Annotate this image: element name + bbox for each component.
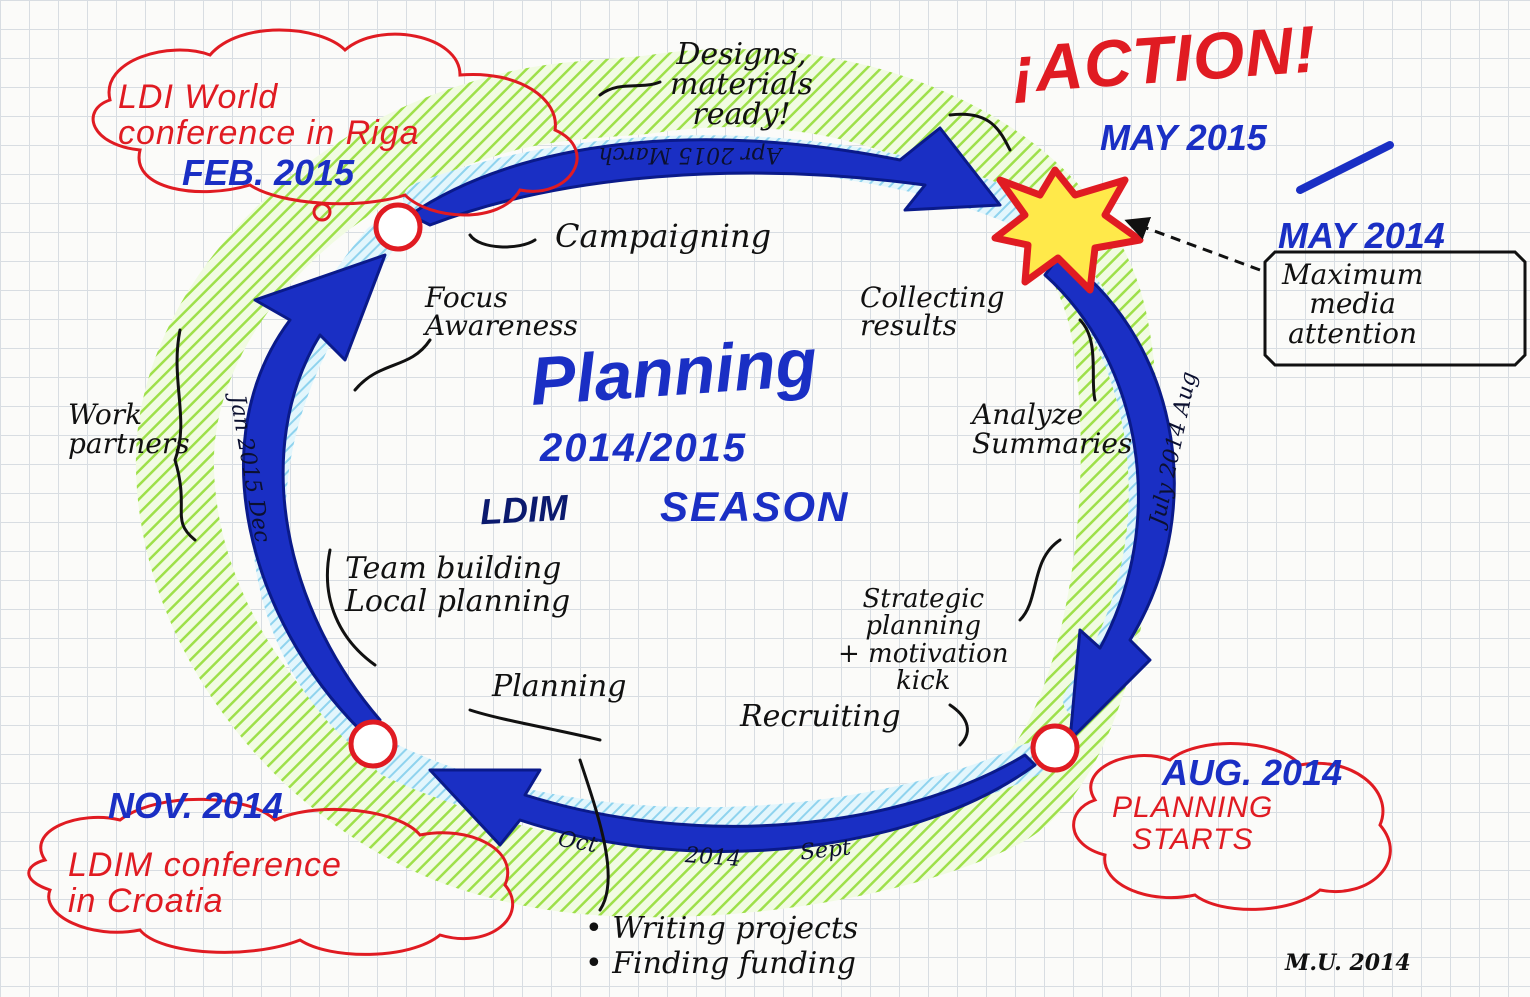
activity-team-building: Team building Local planning: [345, 551, 571, 619]
activity-planning: Planning: [492, 669, 627, 704]
season-word: SEASON: [660, 483, 850, 530]
cloud-aug: [1072, 742, 1392, 911]
aug-event: PLANNING STARTS: [1112, 791, 1274, 856]
aug-date: AUG. 2014: [1162, 752, 1343, 793]
media-note-box: [1263, 250, 1527, 367]
bracket-marks: [173, 80, 1097, 912]
action-star-icon: [991, 166, 1144, 294]
activity-writing-funding: • Writing projects • Finding funding: [585, 911, 859, 981]
arrow-label-sept: Sept: [798, 835, 853, 866]
blue-arrow-left: [242, 253, 387, 732]
nov-event: LDIM conference in Croatia: [68, 846, 342, 920]
signature: M.U. 2014: [1285, 950, 1411, 976]
dashed-arrow-to-star: [1124, 216, 1261, 272]
activity-focus: Focus Awareness: [425, 281, 578, 342]
milestone-circle-nov: [348, 719, 398, 769]
may-2014-date: MAY 2014: [1278, 215, 1445, 256]
may-2015-date: MAY 2015: [1100, 117, 1267, 158]
center-years: 2014/2015: [540, 426, 748, 470]
feb-date: FEB. 2015: [182, 152, 355, 193]
activity-campaigning: Campaigning: [555, 217, 772, 255]
feb-event: LDI World conference in Riga: [118, 78, 420, 152]
blue-arrow-bottom: [428, 753, 1037, 853]
media-attention-note: Maximum media attention: [1282, 258, 1424, 350]
activity-designs: Designs, materials ready!: [670, 37, 813, 132]
arrow-label-top: Apr 2015 March: [598, 142, 783, 167]
activity-strategic: Strategic planning + motivation kick: [838, 584, 1009, 696]
nov-date: NOV. 2014: [108, 785, 283, 826]
may-slash: [1296, 141, 1394, 194]
milestone-circle-aug: [1030, 723, 1080, 773]
season-ldim: LDIM: [478, 486, 569, 533]
milestone-circle-feb: [373, 202, 423, 252]
arrow-label-2014: 2014: [684, 843, 742, 872]
cloud-feb: [91, 28, 579, 217]
activity-collecting: Collecting results: [860, 281, 1005, 342]
activity-work-partners: Work partners: [68, 398, 190, 461]
activity-recruiting: Recruiting: [740, 699, 901, 734]
cloud-nov: [27, 797, 515, 956]
activity-analyze: Analyze Summaries: [972, 398, 1133, 461]
small-red-circle: [312, 202, 332, 222]
blue-arrow-top: [408, 126, 1002, 227]
